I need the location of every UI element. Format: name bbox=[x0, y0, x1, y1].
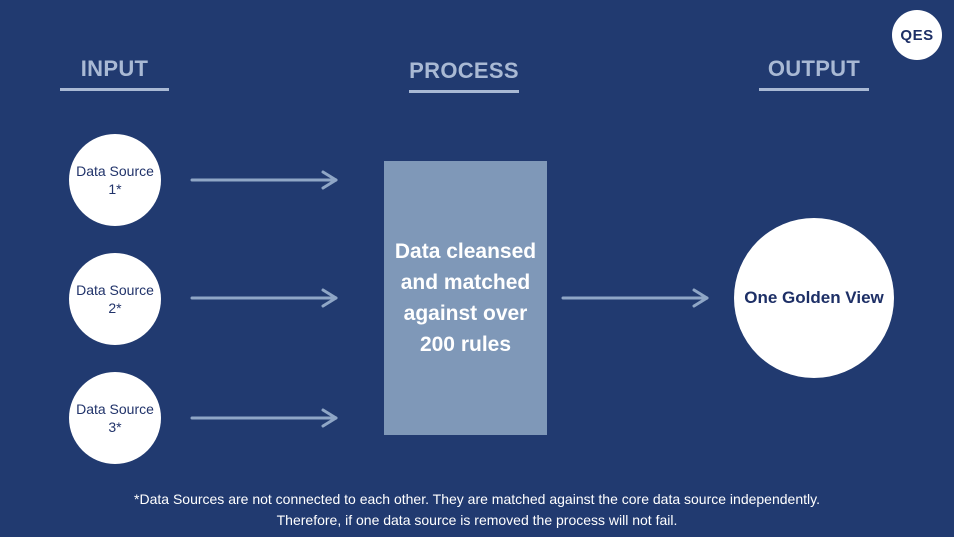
data-source-1-circle: Data Source 1* bbox=[69, 134, 161, 226]
arrow-source-2 bbox=[190, 288, 338, 308]
data-source-2-label: Data Source bbox=[76, 282, 154, 298]
arrow-source-1 bbox=[190, 170, 338, 190]
output-text: One Golden View bbox=[744, 288, 884, 307]
process-heading-underline bbox=[409, 90, 519, 93]
arrow-process-output bbox=[561, 288, 709, 308]
data-source-2-circle: Data Source 2* bbox=[69, 253, 161, 345]
data-source-1-number: 1* bbox=[108, 181, 122, 197]
qes-logo: QES bbox=[892, 10, 942, 60]
output-heading-underline bbox=[759, 88, 869, 91]
process-heading-text: PROCESS bbox=[409, 58, 519, 83]
data-source-3-label: Data Source bbox=[76, 401, 154, 417]
data-source-3-number: 3* bbox=[108, 419, 122, 435]
footnote: *Data Sources are not connected to each … bbox=[0, 489, 954, 531]
process-box: Data cleansed and matched against over 2… bbox=[384, 161, 547, 435]
input-heading: INPUT bbox=[60, 56, 169, 91]
process-text: Data cleansed and matched against over 2… bbox=[394, 240, 537, 356]
output-circle: One Golden View bbox=[734, 218, 894, 378]
data-source-2-number: 2* bbox=[108, 300, 122, 316]
output-heading-text: OUTPUT bbox=[767, 56, 861, 81]
input-heading-underline bbox=[60, 88, 169, 91]
footnote-line-2: Therefore, if one data source is removed… bbox=[276, 512, 678, 528]
logo-text: QES bbox=[900, 26, 934, 44]
arrow-source-3 bbox=[190, 408, 338, 428]
data-source-3-circle: Data Source 3* bbox=[69, 372, 161, 464]
input-heading-text: INPUT bbox=[80, 56, 149, 81]
process-heading: PROCESS bbox=[409, 58, 519, 93]
output-heading: OUTPUT bbox=[759, 56, 869, 91]
data-source-1-label: Data Source bbox=[76, 163, 154, 179]
footnote-line-1: *Data Sources are not connected to each … bbox=[134, 491, 820, 507]
